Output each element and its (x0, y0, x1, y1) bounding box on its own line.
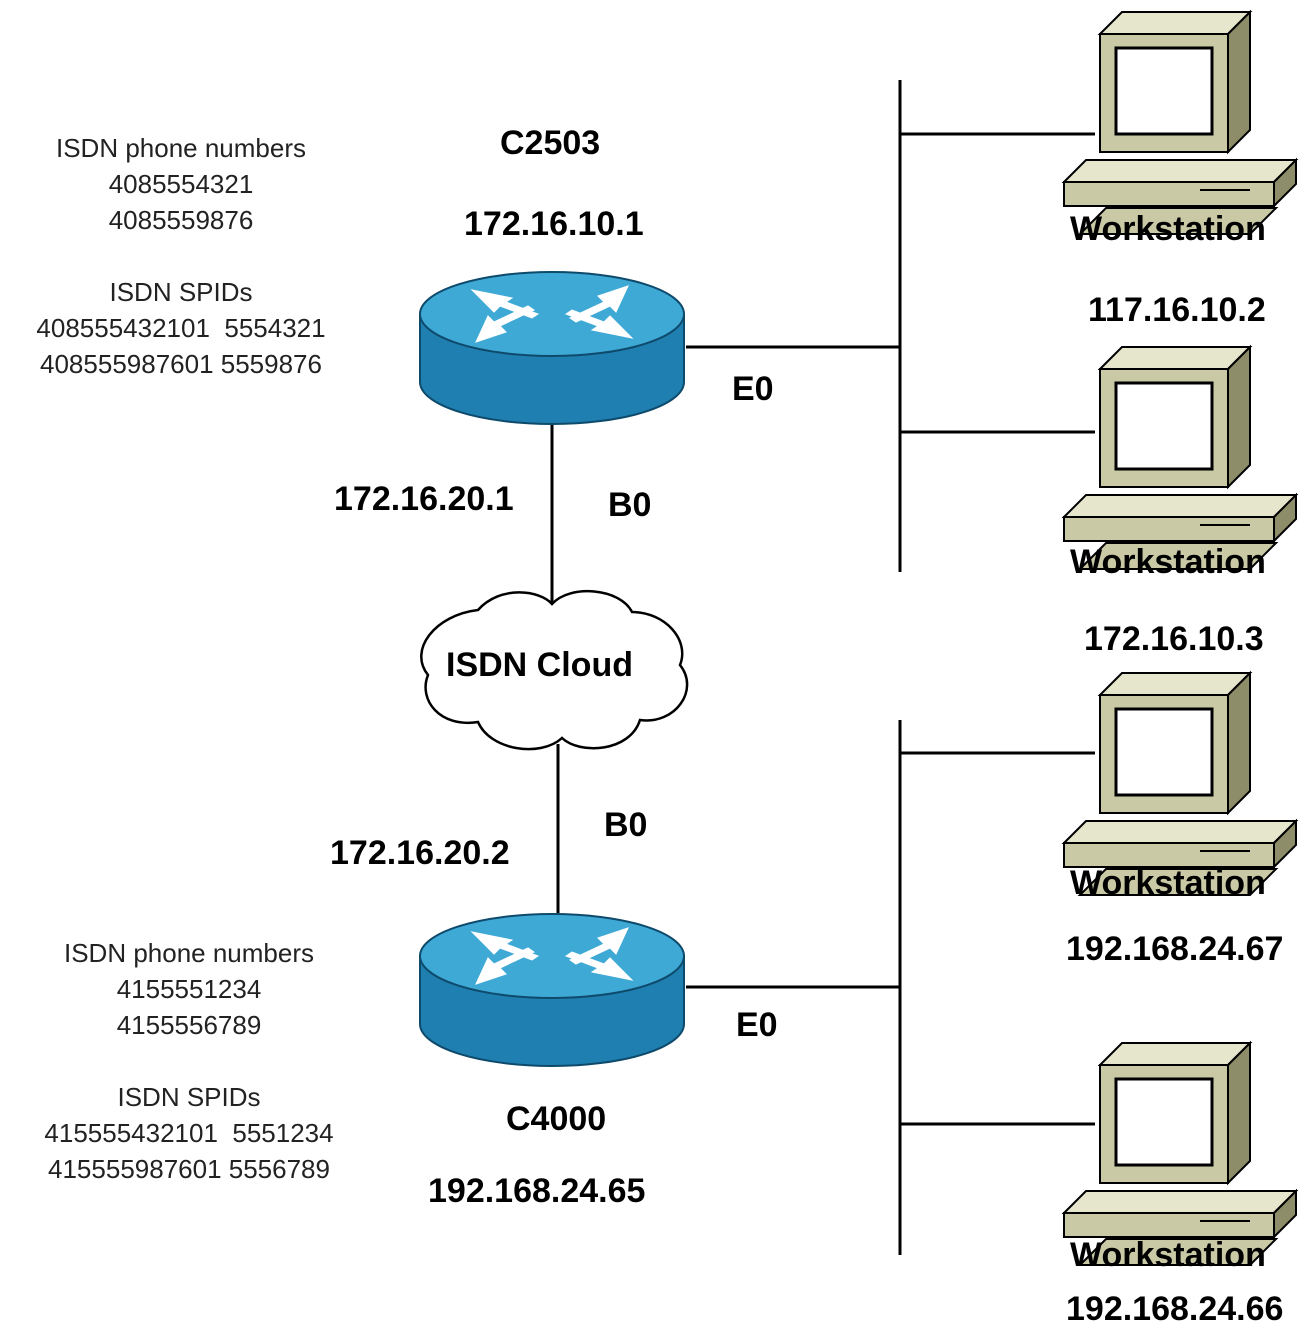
isdn-spid: 408555432101 5554321 (36, 313, 326, 343)
router-c2503-b0-label: B0 (608, 486, 652, 524)
isdn-phone-title: ISDN phone numbers (63, 938, 315, 968)
isdn-cloud-icon (420, 589, 689, 751)
router-c4000-name: C4000 (506, 1100, 607, 1138)
workstation-2-icon (1062, 345, 1298, 571)
isdn-phone-number: 4155551234 (116, 974, 262, 1004)
workstation-1-icon (1062, 10, 1298, 236)
workstation-3-ip: 192.168.24.67 (1066, 930, 1284, 968)
workstation-3-name: Workstation (1070, 864, 1266, 902)
isdn-spid: 415555432101 5551234 (44, 1118, 334, 1148)
router-c2503-name: C2503 (500, 124, 601, 162)
isdn-spid-title: ISDN SPIDs (109, 277, 253, 307)
router-c2503-b0-ip: 172.16.20.1 (334, 480, 514, 518)
workstation-2-name: Workstation (1070, 543, 1266, 581)
isdn-spid-title: ISDN SPIDs (117, 1082, 261, 1112)
isdn-phone-number: 4085554321 (108, 169, 254, 199)
isdn-spid: 415555987601 5556789 (48, 1154, 330, 1184)
links (550, 80, 1095, 1255)
workstation-4-name: Workstation (1070, 1236, 1266, 1274)
router-c4000-e0-label: E0 (736, 1006, 778, 1044)
router-c2503-e0-label: E0 (732, 370, 774, 408)
workstation-4-ip: 192.168.24.66 (1066, 1290, 1284, 1328)
router-c4000-b0-label: B0 (604, 806, 648, 844)
isdn-phone-number: 4085559876 (108, 205, 254, 235)
router-c4000-ip: 192.168.24.65 (428, 1172, 646, 1210)
isdn-phone-title: ISDN phone numbers (55, 133, 307, 163)
isdn-spid: 408555987601 5559876 (40, 349, 322, 379)
router-c4000-b0-ip: 172.16.20.2 (330, 834, 510, 872)
workstation-3-icon (1062, 671, 1298, 897)
router-c2503-ip: 172.16.10.1 (464, 205, 644, 243)
router-c2503-isdn-info: ISDN phone numbers 4085554321 4085559876… (6, 130, 356, 382)
router-c4000-isdn-info: ISDN phone numbers 4155551234 4155556789… (14, 935, 364, 1187)
router-c4000-icon (419, 913, 685, 1067)
isdn-phone-number: 4155556789 (116, 1010, 262, 1040)
workstation-1-ip: 117.16.10.2 (1088, 291, 1266, 329)
isdn-cloud-label: ISDN Cloud (446, 646, 633, 684)
workstation-1-name: Workstation (1070, 210, 1266, 248)
workstation-2-ip: 172.16.10.3 (1084, 620, 1264, 658)
router-c2503-icon (419, 271, 685, 425)
workstation-4-icon (1062, 1041, 1298, 1267)
